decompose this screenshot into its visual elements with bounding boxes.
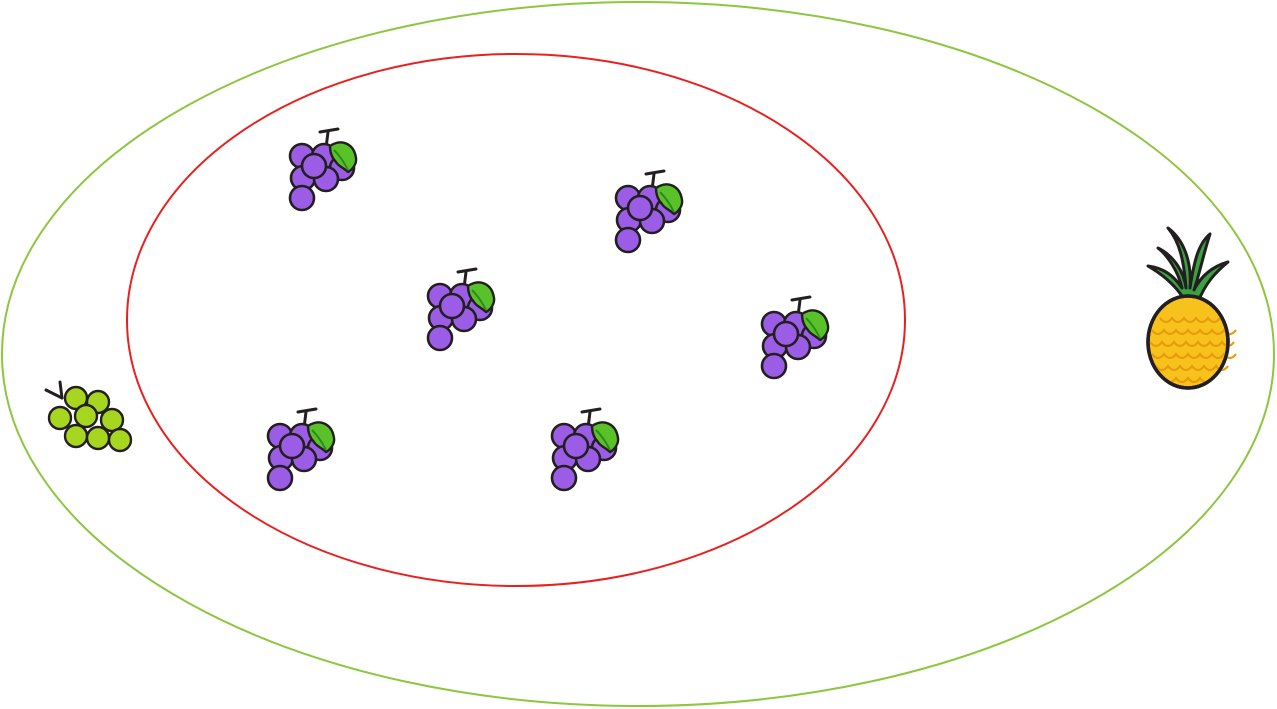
purple-grapes-icon — [614, 169, 684, 254]
items-layer — [44, 127, 1238, 492]
green-grapes-icon — [44, 380, 133, 453]
purple-grapes-icon — [426, 267, 496, 352]
purple-grapes-icon — [288, 127, 358, 212]
purple-grapes-icon — [266, 407, 336, 492]
purple-grapes-icon — [550, 407, 620, 492]
purple-grapes-icon — [760, 295, 830, 380]
inner-set-ellipse — [126, 53, 906, 587]
pineapple-icon — [1146, 226, 1238, 390]
